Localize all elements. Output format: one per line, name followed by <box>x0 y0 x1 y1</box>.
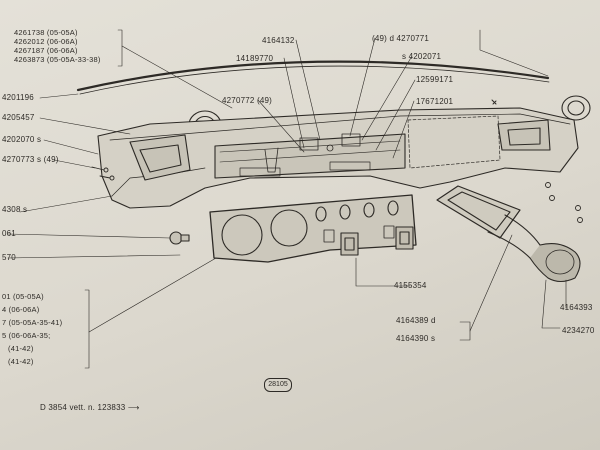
part-label-4270773: 4270773 s (49) <box>2 155 59 164</box>
variant-line: 01 (05-05A) <box>2 292 44 301</box>
part-label-4308: 4308 s <box>2 205 28 214</box>
variant-line: 4267187 (06-06A) <box>14 46 78 55</box>
bottom-variant-list: 01 (05-05A) 4 (06-06A) 7 (05-05A-35-41) … <box>2 290 62 368</box>
right-vent-housing <box>497 119 551 151</box>
variant-line: 4263873 (05-05A-33-38) <box>14 55 101 64</box>
flexible-hose <box>487 214 581 283</box>
variant-line: 4262012 (06-06A) <box>14 37 78 46</box>
left-vent-housing <box>129 134 191 181</box>
footer-note: D 3854 vett. n. 123833 ⟶ <box>40 403 139 412</box>
variant-line: (41-42) <box>8 357 34 366</box>
footer-code: D 3854 <box>40 403 67 412</box>
part-label-14189770: 14189770 <box>236 54 274 63</box>
part-label-4164390: 4164390 s <box>396 334 436 343</box>
part-label-4164389: 4164389 d <box>396 316 436 325</box>
variant-line: 4261738 (05-05A) <box>14 28 78 37</box>
sheet-number-badge: 28105 <box>264 378 292 392</box>
part-label-4205457: 4205457 <box>2 113 35 122</box>
variant-line: 5 (06-06A-35; <box>2 331 51 340</box>
glovebox-outline <box>407 115 501 169</box>
right-round-vent <box>561 95 591 121</box>
part-label-4164132: 4164132 <box>262 36 295 45</box>
part-label-4155354: 4155354 <box>394 281 427 290</box>
arrow-right-icon: ⟶ <box>127 403 140 412</box>
instrument-cluster-bezel <box>209 194 417 263</box>
part-label-17671201: 17671201 <box>416 97 454 106</box>
variant-line: 7 (05-05A-35-41) <box>2 318 63 327</box>
part-label-570: 570 <box>2 253 16 262</box>
part-label-4164393: 4164393 <box>560 303 593 312</box>
part-label-12599171: 12599171 <box>416 75 454 84</box>
side-fasteners <box>545 182 583 223</box>
knob-part <box>169 231 190 245</box>
central-panel <box>214 133 406 179</box>
variant-line: 4 (06-06A) <box>2 305 40 314</box>
variant-line: (41-42) <box>8 344 34 353</box>
side-vent-frame <box>436 185 521 239</box>
part-label-061: 061 <box>2 229 16 238</box>
part-label-4202071: s 4202071 <box>402 52 442 61</box>
top-trim-strip <box>76 60 550 92</box>
footer-text: vett. n. 123833 <box>69 403 126 412</box>
top-variant-list: 4261738 (05-05A) 4262012 (06-06A) 426718… <box>14 28 101 64</box>
leader-lines <box>7 29 567 369</box>
mounting-screw <box>491 99 497 105</box>
part-label-4270771: (49) d 4270771 <box>372 34 430 43</box>
part-label-4201196: 4201196 <box>2 93 34 102</box>
part-label-4202070: 4202070 s <box>2 135 42 144</box>
rocker-switches <box>340 226 414 256</box>
part-label-4234270: 4234270 <box>562 326 595 335</box>
part-label-4270772: 4270772 (49) <box>222 96 272 105</box>
